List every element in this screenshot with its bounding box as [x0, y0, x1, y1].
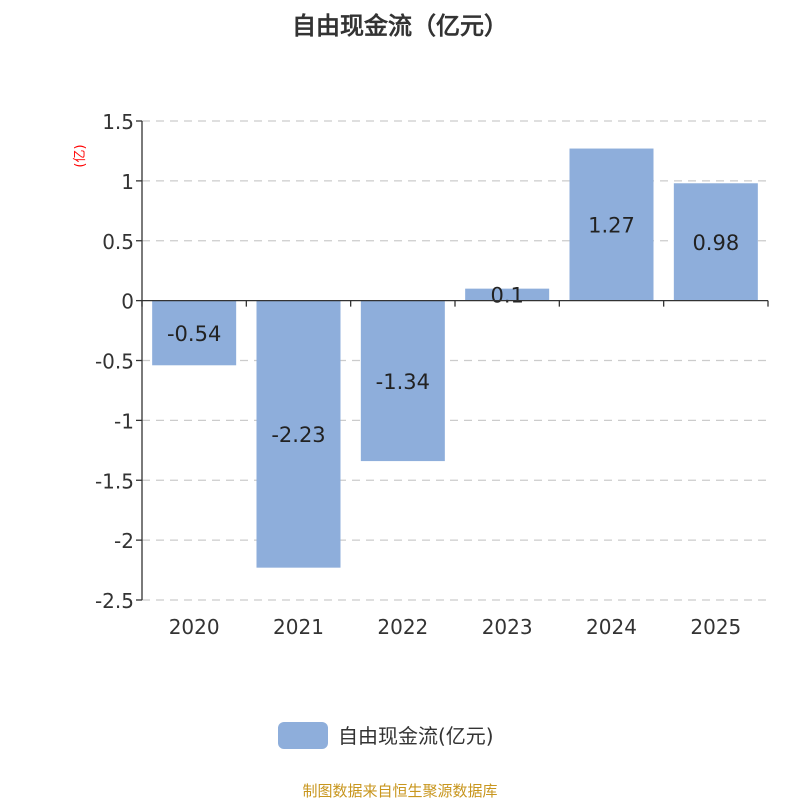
- y-tick-label: 1.5: [102, 110, 134, 134]
- data-label: -0.54: [167, 322, 221, 346]
- data-label: 1.27: [588, 214, 635, 238]
- x-tick-label: 2022: [377, 615, 428, 639]
- x-tick-label: 2021: [273, 615, 324, 639]
- x-tick-label: 2020: [169, 615, 220, 639]
- data-label: 0.1: [490, 284, 523, 308]
- y-tick-label: -2.5: [95, 589, 134, 613]
- bar-2022[interactable]: [360, 300, 445, 462]
- data-label: -2.23: [271, 423, 325, 447]
- bar-2023[interactable]: [465, 288, 550, 301]
- y-axis-label: (亿): [73, 144, 88, 167]
- y-tick-label: -1: [114, 409, 134, 433]
- y-tick-label: 0: [121, 290, 134, 314]
- source-footer: 制图数据来自恒生聚源数据库: [302, 782, 497, 800]
- y-tick-label: -0.5: [95, 350, 134, 374]
- data-label: 0.98: [692, 231, 739, 255]
- bar-2025[interactable]: [673, 183, 758, 301]
- x-tick-label: 2023: [482, 615, 533, 639]
- y-tick-label: -2: [114, 529, 134, 553]
- y-tick-label: 0.5: [102, 230, 134, 254]
- legend-label[interactable]: 自由现金流(亿元): [338, 724, 494, 748]
- bar-2024[interactable]: [569, 148, 654, 301]
- x-tick-label: 2024: [586, 615, 637, 639]
- x-tick-label: 2025: [690, 615, 741, 639]
- y-tick-label: -1.5: [95, 469, 134, 493]
- legend-swatch[interactable]: [278, 722, 328, 749]
- bar-2020[interactable]: [152, 300, 237, 366]
- bar-2021[interactable]: [256, 300, 341, 568]
- y-tick-label: 1: [121, 170, 134, 194]
- chart-title: 自由现金流（亿元）: [292, 12, 508, 40]
- data-label: -1.34: [376, 370, 430, 394]
